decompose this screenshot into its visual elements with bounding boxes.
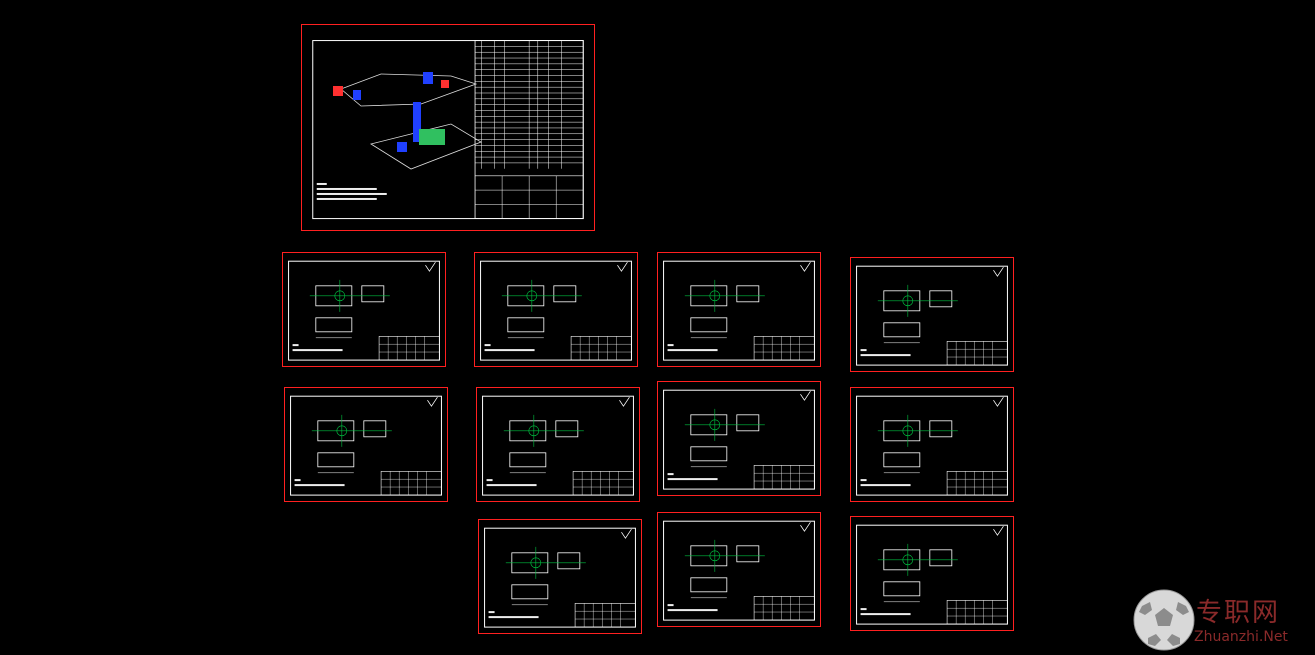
- technical-notes: [667, 473, 718, 481]
- sheet-border: [284, 387, 448, 502]
- title-block: [753, 596, 815, 621]
- watermark-text-en: Zhuanzhi.Net: [1194, 629, 1288, 645]
- surface-roughness-icon: [800, 521, 811, 532]
- title-block: [574, 603, 636, 628]
- surface-roughness-icon: [425, 261, 436, 272]
- technical-notes: [667, 604, 718, 612]
- drawing-sheet-part-8[interactable]: [850, 387, 1014, 502]
- drawing-sheet-assembly[interactable]: [301, 24, 595, 231]
- title-block: [753, 336, 815, 361]
- surface-roughness-icon: [993, 525, 1004, 536]
- title-block: [946, 600, 1008, 625]
- drawing-frame: [288, 260, 440, 361]
- sheet-border: [282, 252, 446, 367]
- sheet-border: [850, 387, 1014, 502]
- sheet-border: [476, 387, 640, 502]
- drawing-frame: [663, 520, 815, 621]
- part-views: [501, 279, 582, 339]
- title-block: [753, 465, 815, 490]
- sheet-border: [301, 24, 595, 231]
- drawing-frame: [482, 395, 634, 496]
- title-block: [946, 341, 1008, 366]
- technical-notes: [486, 479, 537, 487]
- drawing-sheet-part-7[interactable]: [657, 381, 821, 496]
- technical-notes: [860, 479, 911, 487]
- part-views: [877, 414, 958, 474]
- technical-notes: [488, 611, 539, 619]
- drawing-frame: [290, 395, 442, 496]
- technical-notes: [316, 182, 387, 200]
- technical-notes: [860, 608, 911, 616]
- assembly-isometric-view: [333, 72, 482, 170]
- sheet-border: [850, 516, 1014, 631]
- drawing-sheet-part-11[interactable]: [850, 516, 1014, 631]
- parts-list-table: [474, 40, 584, 219]
- surface-roughness-icon: [619, 396, 630, 407]
- title-block: [946, 471, 1008, 496]
- drawing-sheet-part-10[interactable]: [657, 512, 821, 627]
- technical-notes: [484, 344, 535, 352]
- part-views: [309, 279, 390, 339]
- surface-roughness-icon: [800, 261, 811, 272]
- sheet-border: [474, 252, 638, 367]
- drawing-frame: [856, 265, 1008, 366]
- drawing-frame: [856, 524, 1008, 625]
- technical-notes: [667, 344, 718, 352]
- drawing-sheet-part-1[interactable]: [282, 252, 446, 367]
- part-views: [877, 284, 958, 344]
- drawing-frame: [484, 527, 636, 628]
- drawing-frame: [856, 395, 1008, 496]
- part-views: [684, 408, 765, 468]
- part-views: [684, 279, 765, 339]
- sheet-border: [850, 257, 1014, 372]
- soccer-ball-icon: [1133, 589, 1195, 651]
- sheet-border: [657, 252, 821, 367]
- part-views: [503, 414, 584, 474]
- surface-roughness-icon: [427, 396, 438, 407]
- drawing-sheet-part-3[interactable]: [657, 252, 821, 367]
- drawing-frame: [480, 260, 632, 361]
- title-block: [380, 471, 442, 496]
- surface-roughness-icon: [621, 528, 632, 539]
- drawing-frame: [663, 389, 815, 490]
- drawing-sheet-part-2[interactable]: [474, 252, 638, 367]
- part-views: [684, 539, 765, 599]
- title-block: [378, 336, 440, 361]
- part-views: [311, 414, 392, 474]
- sheet-border: [657, 512, 821, 627]
- title-block: [570, 336, 632, 361]
- sheet-border: [657, 381, 821, 496]
- drawing-sheet-part-5[interactable]: [284, 387, 448, 502]
- sheet-border: [478, 519, 642, 634]
- part-views: [877, 543, 958, 603]
- watermark-text-cn: 专职网: [1196, 598, 1281, 628]
- surface-roughness-icon: [993, 396, 1004, 407]
- title-block: [572, 471, 634, 496]
- surface-roughness-icon: [993, 266, 1004, 277]
- drawing-sheet-part-6[interactable]: [476, 387, 640, 502]
- drawing-sheet-part-9[interactable]: [478, 519, 642, 634]
- drawing-frame: [663, 260, 815, 361]
- surface-roughness-icon: [617, 261, 628, 272]
- drawing-sheet-part-4[interactable]: [850, 257, 1014, 372]
- surface-roughness-icon: [800, 390, 811, 401]
- technical-notes: [860, 349, 911, 357]
- watermark-logo: [1133, 589, 1195, 651]
- part-views: [505, 546, 586, 606]
- technical-notes: [294, 479, 345, 487]
- technical-notes: [292, 344, 343, 352]
